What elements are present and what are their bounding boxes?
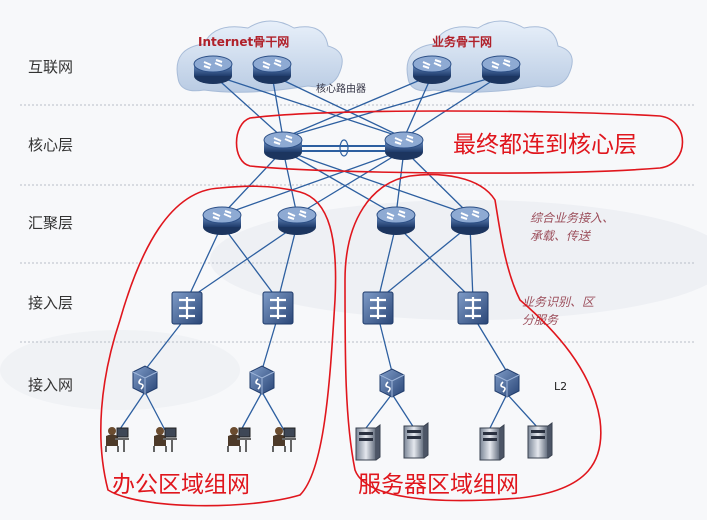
l2-switch-1-icon (132, 365, 158, 395)
aggregation-router-1-icon (202, 206, 242, 236)
internet-backbone-label: Internet骨干网 (198, 35, 289, 49)
layer-dividers (20, 104, 695, 343)
network-links (117, 74, 539, 433)
l2-switch-3-icon (379, 368, 405, 398)
server-2-icon (403, 422, 429, 459)
layer-label-access-network: 接入网 (28, 376, 73, 394)
aggregation-router-3-icon (376, 206, 416, 236)
server-zone-outline (344, 173, 602, 502)
business-backbone-label: 业务骨干网 (432, 34, 492, 49)
access-switch-2-icon (261, 290, 295, 326)
server-3-icon (479, 424, 505, 461)
access-switch-4-icon (456, 290, 490, 326)
layer-label-access: 接入层 (28, 294, 73, 312)
office-pc-1-icon (105, 426, 130, 453)
layer-label-aggregation: 汇聚层 (28, 214, 73, 232)
aggregation-note-line-2: 承载、传送 (530, 229, 591, 243)
core-router-label: 核心路由器 (316, 82, 366, 95)
office-pc-4-icon (272, 426, 297, 453)
server-1-icon (355, 424, 381, 461)
business-router-2-icon (481, 55, 521, 85)
access-switch-1-icon (170, 290, 204, 326)
core-router-1-icon (263, 131, 303, 161)
layer-label-internet: 互联网 (28, 58, 73, 76)
access-switch-3-icon (361, 290, 395, 326)
l2-label: L2 (554, 380, 567, 393)
business-router-1-icon (412, 55, 452, 85)
l2-switch-2-icon (249, 365, 275, 395)
office-pc-2-icon (153, 426, 178, 453)
access-note-line-1: 业务识别、区 (522, 295, 596, 309)
internet-router-2-icon (252, 55, 292, 85)
server-zone-label: 服务器区域组网 (358, 472, 519, 498)
core-highlight-outline (235, 110, 684, 174)
core-router-2-icon (384, 131, 424, 161)
internet-router-1-icon (193, 55, 233, 85)
core-highlight-text: 最终都连到核心层 (453, 132, 637, 158)
l2-switch-4-icon (494, 368, 520, 398)
office-zone-outline (100, 185, 337, 507)
link-bundle-icon (339, 139, 349, 157)
aggregation-router-4-icon (450, 206, 490, 236)
layer-label-core: 核心层 (28, 136, 73, 154)
office-pc-3-icon (227, 426, 252, 453)
access-note-line-2: 分服务 (522, 313, 559, 327)
office-zone-label: 办公区域组网 (112, 472, 250, 498)
aggregation-note-line-1: 综合业务接入、 (530, 211, 614, 225)
red-annotations (100, 110, 684, 507)
server-4-icon (527, 422, 553, 459)
aggregation-router-2-icon (277, 206, 317, 236)
